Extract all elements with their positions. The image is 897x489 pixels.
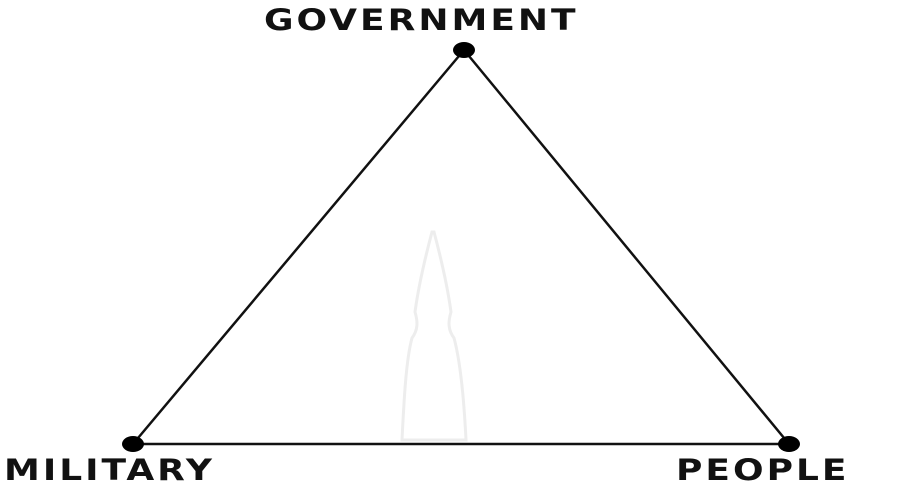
edge-government-military bbox=[133, 50, 464, 444]
node-military-dot bbox=[122, 436, 144, 452]
node-military-label: MILITARY bbox=[4, 456, 215, 486]
node-people-label: PEOPLE bbox=[676, 456, 850, 486]
node-people-dot bbox=[778, 436, 800, 452]
node-government-dot bbox=[453, 42, 475, 58]
node-government-label: GOVERNMENT bbox=[264, 6, 579, 36]
edge-government-people bbox=[464, 50, 789, 444]
watermark-emblem bbox=[402, 232, 466, 440]
